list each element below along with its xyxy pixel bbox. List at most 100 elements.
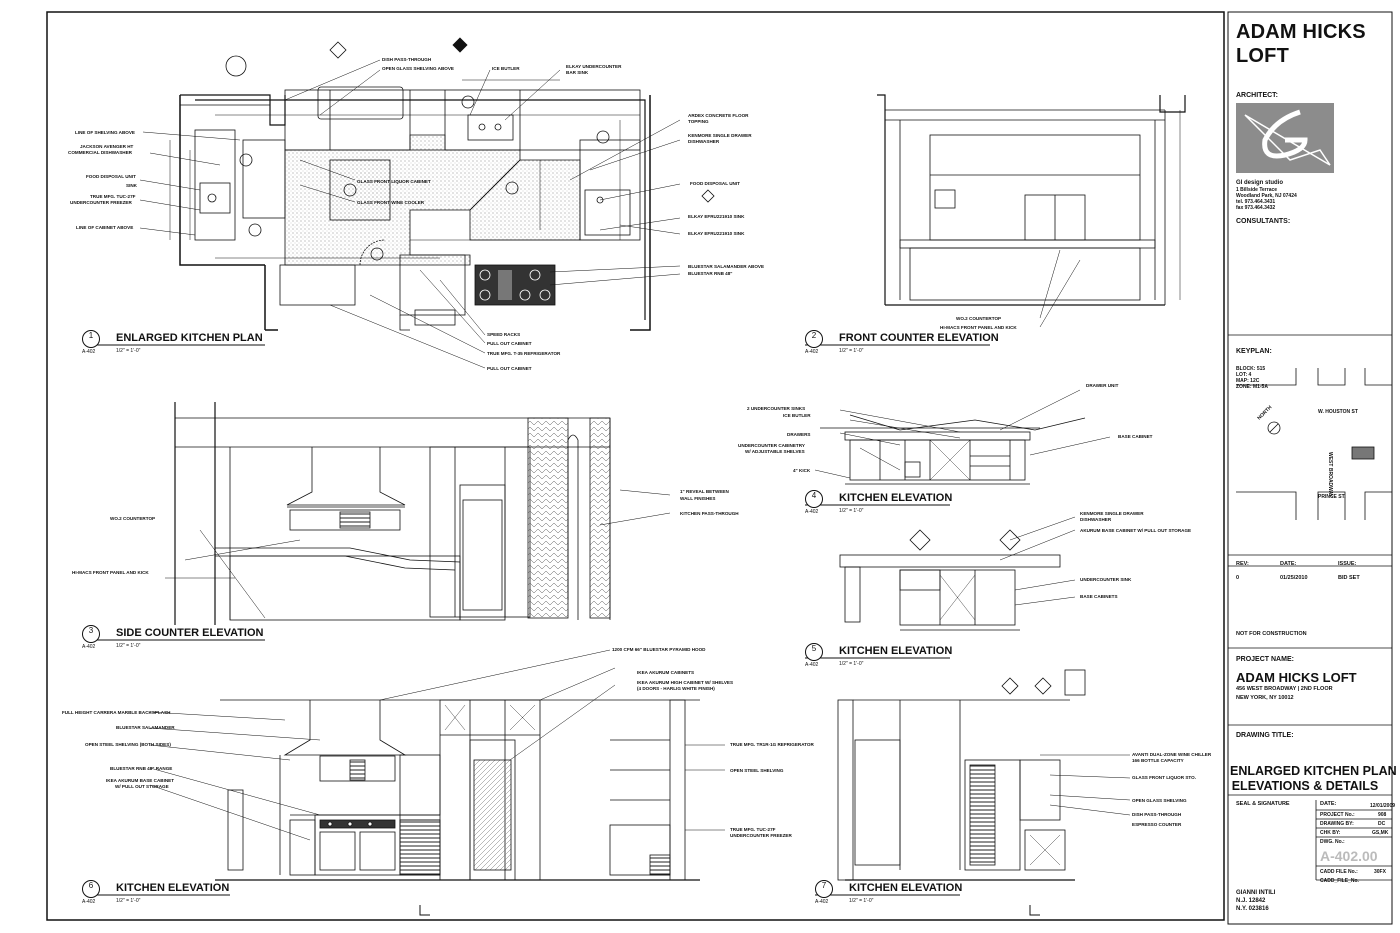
keyplan-block: BLOCK: 515 (1236, 366, 1266, 372)
elev3-note: KITCHEN PASS-THROUGH (680, 511, 739, 516)
view-title-text-4: KITCHEN ELEVATION (839, 492, 953, 504)
view-sheet-1: A-402 (82, 349, 96, 355)
plan-note: LINE OF SHELVING ABOVE (75, 130, 135, 135)
view-2-front-counter-elevation (877, 94, 1186, 328)
plan-note: LINE OF CABINET ABOVE (76, 225, 134, 230)
elev6-note: UNDERCOUNTER FREEZER (730, 833, 792, 838)
elev2-note: HI-MACS FRONT PANEL AND KICK (940, 325, 1017, 330)
plan-note: JACKSON AVENGER HT (80, 144, 134, 149)
chk-by-value: GS,MK (1372, 830, 1389, 836)
view-6-kitchen-elevation (149, 649, 725, 881)
view-5-kitchen-elevation (839, 516, 1076, 631)
elev7-note: GLASS FRONT LIQUOR STO. (1132, 775, 1196, 780)
view-bubble-1: 1 (82, 330, 100, 348)
elev7-note: AVANTI DUAL-ZONE WINE CHILLER (1132, 752, 1212, 757)
elev5-note: KENMORE SINGLE DRAWER (1080, 511, 1144, 516)
keyplan-lot: LOT: 4 (1236, 372, 1252, 378)
cadd-sub: CADD_FILE_No. (1320, 878, 1359, 884)
view-scale-5: 1/2" = 1'-0" (839, 661, 864, 667)
consultants-label: CONSULTANTS: (1236, 218, 1291, 225)
date2-value: 12/01/2009 (1370, 803, 1396, 809)
elev5-note: BASE CABINETS (1080, 594, 1118, 599)
view-scale-3: 1/2" = 1'-0" (116, 643, 141, 649)
plan-note: BLUESTAR SALAMANDER ABOVE (688, 264, 765, 269)
elev5-note: UNDERCOUNTER SINK (1080, 577, 1132, 582)
view-sheet-7: A-402 (815, 899, 829, 905)
title-block: ADAM HICKS LOFT ARCHITECT: GI design stu… (1228, 12, 1397, 924)
studio-address1: 1 Billside Terrace (1236, 187, 1278, 193)
view-3-side-counter-elevation (165, 402, 671, 625)
date-label: DATE: (1280, 561, 1297, 567)
sheet-border (46, 11, 1225, 921)
elev7-note: DISH PASS-THROUGH (1132, 812, 1182, 817)
elev4-note: 2 UNDERCOUNTER SINKS (747, 406, 806, 411)
view-scale-1: 1/2" = 1'-0" (116, 348, 141, 354)
plan-note: GLASS FRONT WINE COOLER (357, 200, 425, 205)
plan-note: ELKAY EFRU221910 SINK (688, 231, 745, 236)
dwg-no-value: A-402.00 (1320, 848, 1378, 864)
view-sheet-4: A-402 (805, 509, 819, 515)
keyplan-map (1236, 368, 1392, 520)
view-title-text-1: ENLARGED KITCHEN PLAN (116, 332, 263, 344)
studio-logo (1236, 103, 1334, 173)
elev3-note: 1" REVEAL BETWEEN (680, 489, 729, 494)
elev4-note: BASE CABINET (1118, 434, 1153, 439)
plan-note: SINK (126, 183, 137, 188)
view-scale-4: 1/2" = 1'-0" (839, 508, 864, 514)
signer-nj: N.J. 12842 (1236, 898, 1266, 904)
view-sheet-3: A-402 (82, 644, 96, 650)
signer-ny: N.Y. 023816 (1236, 906, 1269, 912)
plan-note: SPEED RACKS (487, 332, 521, 337)
plan-note: TOPPING (688, 119, 709, 124)
street-broadway: WEST BROADWAY (1327, 452, 1333, 498)
elev6-note: IKEA AKURUM CABINETS (637, 670, 695, 675)
view-title-bars (85, 344, 990, 896)
signer-name: GIANNI INTILI (1236, 890, 1276, 896)
elev7-note: ESPRESSO COUNTER (1132, 822, 1182, 827)
plan-note: GLASS FRONT LIQUOR CABINET (357, 179, 431, 184)
view-bubble-3: 3 (82, 625, 100, 643)
drawing-title-line1: ENLARGED KITCHEN PLAN (1230, 764, 1397, 778)
view-4-kitchen-elevation (814, 389, 1111, 485)
elev5-note: DISHWASHER (1080, 517, 1112, 522)
project-title-line2: LOFT (1236, 45, 1290, 67)
project-address2: NEW YORK, NY 10012 (1236, 695, 1294, 701)
studio-address2: Woodland Park, NJ 07424 (1236, 193, 1297, 199)
keyplan-label: KEYPLAN: (1236, 348, 1272, 355)
plan-note: ARDEX CONCRETE FLOOR (688, 113, 749, 118)
view-bubble-7: 7 (815, 880, 833, 898)
view-sheet-2: A-402 (805, 349, 819, 355)
drawing-by-value: DC (1378, 821, 1386, 827)
not-for-construction: NOT FOR CONSTRUCTION (1236, 631, 1307, 637)
project-name: ADAM HICKS LOFT (1236, 670, 1357, 685)
elev6-note: BLUESTAR SALAMANDER (116, 725, 175, 730)
elev6-note: FULL HEIGHT CARRERA MARBLE BACKSPLASH (62, 710, 171, 715)
view-bubble-2: 2 (805, 330, 823, 348)
plan-note: PULL OUT CABINET (487, 366, 532, 371)
street-prince: PRINCE ST. (1318, 494, 1346, 500)
view-title-text-2: FRONT COUNTER ELEVATION (839, 332, 999, 344)
view-bubble-4: 4 (805, 490, 823, 508)
elev6-note: BLUESTAR RNB 48" RANGE (110, 766, 173, 771)
cadd-value: 30FX (1374, 869, 1386, 875)
studio-fax: fax 973.464.3432 (1236, 205, 1276, 211)
view-bubble-5: 5 (805, 643, 823, 661)
plan-note: FOOD DISPOSAL UNIT (86, 174, 136, 179)
plan-note: FOOD DISPOSAL UNIT (690, 181, 740, 186)
dwg-no-label: DWG. No.: (1320, 839, 1345, 845)
elev6-note: 1200 CFM 66" BLUESTAR PYRAMID HOOD (612, 647, 706, 652)
elev4-note: DRAWERS (787, 432, 811, 437)
rev-value: 0 (1236, 575, 1240, 581)
project-title-line1: ADAM HICKS (1236, 21, 1366, 43)
plan-note: TRUE MFG. T-35 REFRIGERATOR (487, 351, 561, 356)
date2-label: DATE: (1320, 801, 1337, 807)
view-7-kitchen-elevation (837, 669, 1131, 881)
view-scale-7: 1/2" = 1'-0" (849, 898, 874, 904)
plan-note: BLUESTAR RNB 48" (688, 271, 733, 276)
elev6-note: TRUE MFG. TUC-27F (730, 827, 776, 832)
plan-note: TRUE MFG. TUC-27F (90, 194, 136, 199)
issue-label: ISSUE: (1338, 561, 1357, 567)
project-no-label: PROJECT No.: (1320, 812, 1355, 818)
north-label: NORTH (1256, 404, 1274, 422)
architect-label: ARCHITECT: (1236, 92, 1278, 99)
